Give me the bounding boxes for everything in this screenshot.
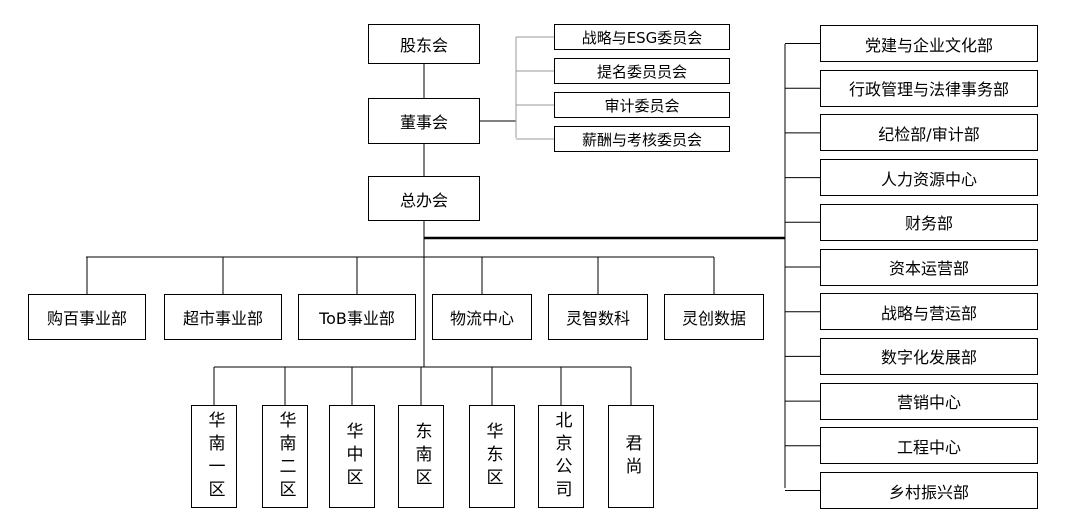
- department-box-7-label: 数字化发展部: [880, 348, 977, 368]
- region-box-2-label: 华中区: [342, 422, 363, 491]
- executive-label: 总办会: [399, 190, 448, 210]
- region-box-4: 华东区: [469, 405, 515, 508]
- committee-box-1-label: 提名委员员会: [596, 62, 687, 81]
- committee-box-1: 提名委员员会: [554, 58, 730, 84]
- department-box-0-label: 党建与企业文化部: [864, 35, 993, 55]
- department-box-9: 工程中心: [820, 427, 1038, 465]
- region-box-6-label: 君尚: [621, 433, 642, 480]
- region-box-2: 华中区: [329, 405, 375, 508]
- department-box-6: 战略与营运部: [820, 293, 1038, 331]
- department-box-1-label: 行政管理与法律事务部: [848, 80, 1009, 100]
- region-box-3-label: 东南区: [411, 422, 432, 491]
- business-unit-box-3: 物流中心: [432, 294, 532, 340]
- department-box-3: 人力资源中心: [820, 159, 1038, 197]
- department-box-3-label: 人力资源中心: [880, 169, 977, 189]
- business-unit-box-0-label: 购百事业部: [46, 309, 127, 328]
- business-unit-box-0: 购百事业部: [28, 294, 146, 340]
- region-box-6: 君尚: [608, 405, 654, 508]
- business-unit-box-3-label: 物流中心: [449, 309, 514, 328]
- committee-box-3-label: 薪酬与考核委员会: [581, 130, 702, 149]
- department-box-5-label: 资本运营部: [888, 259, 969, 278]
- region-box-5: 北京公司: [538, 405, 584, 508]
- committee-box-0: 战略与ESG委员会: [554, 24, 730, 50]
- department-box-4-label: 财务部: [904, 214, 953, 234]
- board-box: 董事会: [368, 98, 480, 144]
- business-unit-box-2: ToB事业部: [298, 294, 416, 340]
- executive-box: 总办会: [368, 176, 480, 221]
- department-box-10-label: 乡村振兴部: [888, 482, 969, 502]
- business-unit-box-1-label: 超市事业部: [182, 309, 263, 328]
- department-box-2-label: 纪检部/审计部: [878, 124, 980, 144]
- committee-box-0-label: 战略与ESG委员会: [581, 28, 703, 47]
- region-box-5-label: 北京公司: [551, 410, 572, 503]
- department-box-9-label: 工程中心: [896, 437, 961, 457]
- department-box-1: 行政管理与法律事务部: [820, 69, 1038, 107]
- department-box-5: 资本运营部: [820, 248, 1038, 286]
- department-box-8-label: 营销中心: [896, 393, 961, 413]
- board-label: 董事会: [399, 113, 448, 132]
- department-box-7: 数字化发展部: [820, 337, 1038, 375]
- region-box-1: 华南二区: [262, 405, 308, 508]
- shareholders-box: 股东会: [368, 24, 480, 64]
- committee-box-2-label: 审计委员会: [604, 96, 680, 115]
- department-box-2: 纪检部/审计部: [820, 114, 1038, 152]
- business-unit-box-4-label: 灵智数科: [565, 309, 630, 328]
- department-box-8: 营销中心: [820, 382, 1038, 420]
- department-box-6-label: 战略与营运部: [880, 303, 977, 323]
- business-unit-box-5-label: 灵创数据: [681, 309, 746, 328]
- committee-box-3: 薪酬与考核委员会: [554, 126, 730, 152]
- region-box-3: 东南区: [398, 405, 444, 508]
- business-unit-box-4: 灵智数科: [548, 294, 648, 340]
- business-unit-box-2-label: ToB事业部: [319, 309, 395, 328]
- business-unit-box-1: 超市事业部: [164, 294, 282, 340]
- committee-box-2: 审计委员会: [554, 92, 730, 118]
- region-box-4-label: 华东区: [482, 422, 503, 491]
- department-box-4: 财务部: [820, 203, 1038, 241]
- business-unit-box-5: 灵创数据: [664, 294, 764, 340]
- region-box-1-label: 华南二区: [275, 410, 296, 503]
- department-box-0: 党建与企业文化部: [820, 25, 1038, 62]
- department-box-10: 乡村振兴部: [820, 472, 1038, 509]
- region-box-0: 华南一区: [191, 405, 237, 508]
- shareholders-label: 股东会: [399, 36, 448, 55]
- region-box-0-label: 华南一区: [204, 410, 225, 503]
